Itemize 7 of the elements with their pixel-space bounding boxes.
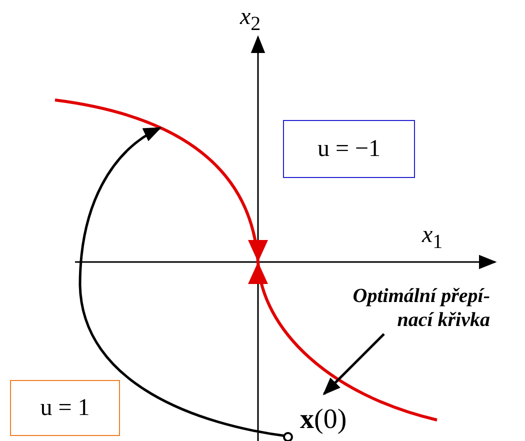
leader-line [322,333,385,396]
curve-caption: Optimální přepí-nací křivka [318,284,490,332]
axis-label: x$_{1}$ [422,222,443,254]
trajectory-arrow [78,126,293,441]
initial-point-label: x(0) [300,403,380,437]
control-label-box: u = 1 [10,380,120,436]
axis-label: x$_{2}$ [240,4,261,36]
